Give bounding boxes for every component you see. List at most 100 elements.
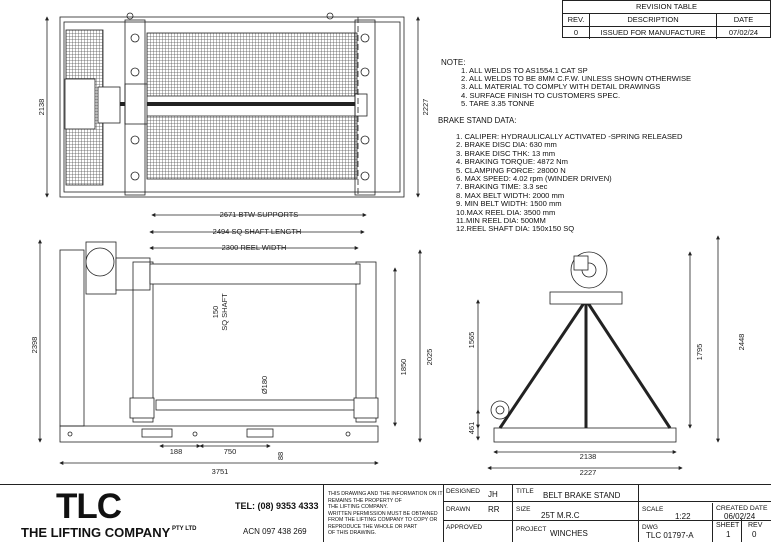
dim-88: 88 — [276, 452, 285, 460]
brake-stand-data: BRAKE STAND DATA: 1. CALIPER: HYDRAULICA… — [438, 116, 682, 234]
size-value: 25T M.R.C — [541, 511, 580, 520]
dim-side-461: 461 — [467, 422, 476, 435]
company-pty: PTY LTD — [172, 526, 197, 532]
note-item: 3. ALL MATERIAL TO COMPLY WITH DETAIL DR… — [461, 82, 661, 92]
plan-bearing — [124, 83, 148, 125]
brake-data-item: 2. BRAKE DISC DIA: 630 mm — [456, 140, 557, 150]
plan-bearing-right — [354, 93, 368, 117]
notes-heading: NOTE: — [441, 58, 466, 67]
company-name: THE LIFTING COMPANY — [21, 525, 171, 540]
dim-188: 188 — [170, 447, 183, 456]
plan-grating-bottom — [146, 115, 358, 180]
brake-data-item: 1. CALIPER: HYDRAULICALLY ACTIVATED -SPR… — [456, 132, 683, 141]
revision-table-title: REVISION TABLE — [636, 2, 697, 11]
scale-label: SCALE — [642, 506, 664, 513]
plan-frame — [59, 16, 405, 198]
dim-btw-supports: 2671 BTW SUPPORTS — [220, 210, 299, 219]
side-view — [476, 235, 720, 470]
rev-value: 0 — [752, 530, 757, 539]
plan-frame-inner — [63, 21, 401, 193]
side-base — [493, 427, 677, 443]
front-shaft — [149, 263, 361, 285]
title-label: TITLE — [516, 488, 534, 495]
drawing-area: 2138 2227 2671 BTW SUPPORTS 2494 SQ SHAF… — [30, 12, 746, 477]
brake-data-item: 10.MAX REEL DIA: 3500 mm — [456, 207, 556, 217]
dim-1850: 1850 — [399, 359, 408, 376]
brake-data-item: 12.REEL SHAFT DIA: 150x150 SQ — [456, 224, 575, 234]
plan-brake-hub — [97, 86, 121, 124]
dim-shaft-sq: 150 — [211, 306, 220, 319]
front-column-left — [59, 249, 85, 427]
size-label: SIZE — [516, 506, 531, 513]
description-cell: ISSUED FOR MANUFACTURE — [589, 27, 716, 39]
rev-cell: 0 — [573, 28, 579, 37]
plan-grating-top — [146, 32, 358, 97]
sheet-value: 1 — [726, 530, 731, 539]
drawn-value: RR — [488, 505, 500, 514]
brake-data-item: 11.MIN REEL DIA: 500MM — [456, 216, 546, 226]
disclaimer-line: FROM THE LIFTING COMPANY TO COPY OR — [328, 517, 438, 523]
front-support-right — [355, 261, 377, 423]
brake-data-item: 5. CLAMPING FORCE: 28000 N — [456, 165, 566, 175]
notes-section: NOTE: 1. ALL WELDS TO AS1554.1 CAT SP 2.… — [441, 58, 691, 108]
disclaimer-line: REMAINS THE PROPERTY OF — [328, 497, 402, 504]
dim-side-2227: 2227 — [580, 468, 597, 477]
dim-side-2138: 2138 — [580, 452, 597, 461]
brake-data-item: 8. MAX BELT WIDTH: 2000 mm — [456, 190, 565, 200]
dim-shaft-length: 2494 SQ SHAFT LENGTH — [213, 227, 302, 236]
brake-data-item: 4. BRAKING TORQUE: 4872 Nm — [456, 157, 568, 167]
brake-data-item: 6. MAX SPEED: 4.02 rpm (WINDER DRIVEN) — [456, 174, 612, 184]
created-value: 06/02/24 — [724, 512, 756, 521]
dim-2025: 2025 — [425, 349, 434, 366]
project-value: WINCHES — [550, 529, 588, 538]
dim-plan-height: 2138 — [37, 99, 46, 116]
rev-header: REV. — [567, 15, 585, 24]
brake-stand-heading: BRAKE STAND DATA: — [438, 116, 517, 125]
note-item: 4. SURFACE FINISH TO CUSTOMERS SPEC. — [461, 90, 621, 100]
drawing-title: BELT BRAKE STAND — [543, 491, 621, 500]
dim-shaft-sq-label: SQ SHAFT — [220, 293, 229, 331]
project-label: PROJECT — [516, 526, 547, 533]
dim-side-1565: 1565 — [467, 332, 476, 349]
note-item: 1. ALL WELDS TO AS1554.1 CAT SP — [461, 66, 588, 75]
side-roller — [490, 400, 510, 420]
disclaimer: THIS DRAWING AND THE INFORMATION ON IT R… — [328, 491, 443, 537]
brake-data-item: 3. BRAKE DISC THK: 13 mm — [456, 148, 556, 158]
date-cell: 07/02/24 — [716, 27, 770, 39]
dwg-label: DWG — [642, 524, 658, 531]
note-item: 5. TARE 3.35 TONNE — [461, 98, 535, 108]
front-lower-roller — [155, 399, 357, 411]
front-support-left — [132, 261, 154, 423]
plan-support-right — [354, 19, 376, 196]
side-cross-beam — [549, 291, 623, 305]
dim-plan-height-outer: 2227 — [421, 99, 430, 116]
title-block: TLC THE LIFTING COMPANY PTY LTD TEL: (08… — [0, 484, 771, 542]
dimension-labels: 2138 2227 2671 BTW SUPPORTS 2494 SQ SHAF… — [30, 99, 746, 477]
disclaimer-line: THE LIFTING COMPANY. — [328, 504, 388, 510]
company-acn: ACN 097 438 269 — [243, 527, 307, 536]
plan-brake-left — [64, 78, 96, 130]
company-logo: TLC — [56, 487, 122, 526]
dim-reel-width: 2300 REEL WIDTH — [222, 243, 287, 252]
front-base — [59, 425, 379, 443]
brake-data-item: 9. MIN BELT WIDTH: 1500 mm — [456, 199, 562, 209]
front-view — [38, 213, 422, 465]
note-item: 2. ALL WELDS TO BE 8MM C.F.W. UNLESS SHO… — [461, 74, 692, 84]
dim-side-2448: 2448 — [737, 334, 746, 351]
disclaimer-line: WRITTEN PERMISSION MUST BE OBTAINED — [328, 510, 438, 517]
sheet-label: SHEET — [716, 522, 740, 529]
plan-view — [45, 12, 420, 198]
disclaimer-line: REPRODUCE THE WHOLE OR PART — [328, 523, 418, 530]
dim-front-height: 2398 — [30, 337, 39, 354]
disclaimer-line: OF THIS DRAWING. — [328, 530, 377, 536]
revision-table: REVISION TABLE REV. DESCRIPTION DATE 0 I… — [562, 0, 771, 39]
dim-side-1795: 1795 — [695, 344, 704, 361]
brake-data-item: 7. BRAKING TIME: 3.3 sec — [456, 182, 548, 192]
created-label: CREATED DATE — [716, 505, 768, 512]
scale-value: 1:22 — [675, 512, 691, 521]
approved-label: APPROVED — [446, 524, 483, 531]
dim-overall-length: 3751 — [212, 467, 229, 476]
designed-label: DESIGNED — [446, 488, 480, 495]
company-tel: TEL: (08) 9353 4333 — [235, 501, 319, 511]
date-header: DATE — [716, 14, 770, 26]
